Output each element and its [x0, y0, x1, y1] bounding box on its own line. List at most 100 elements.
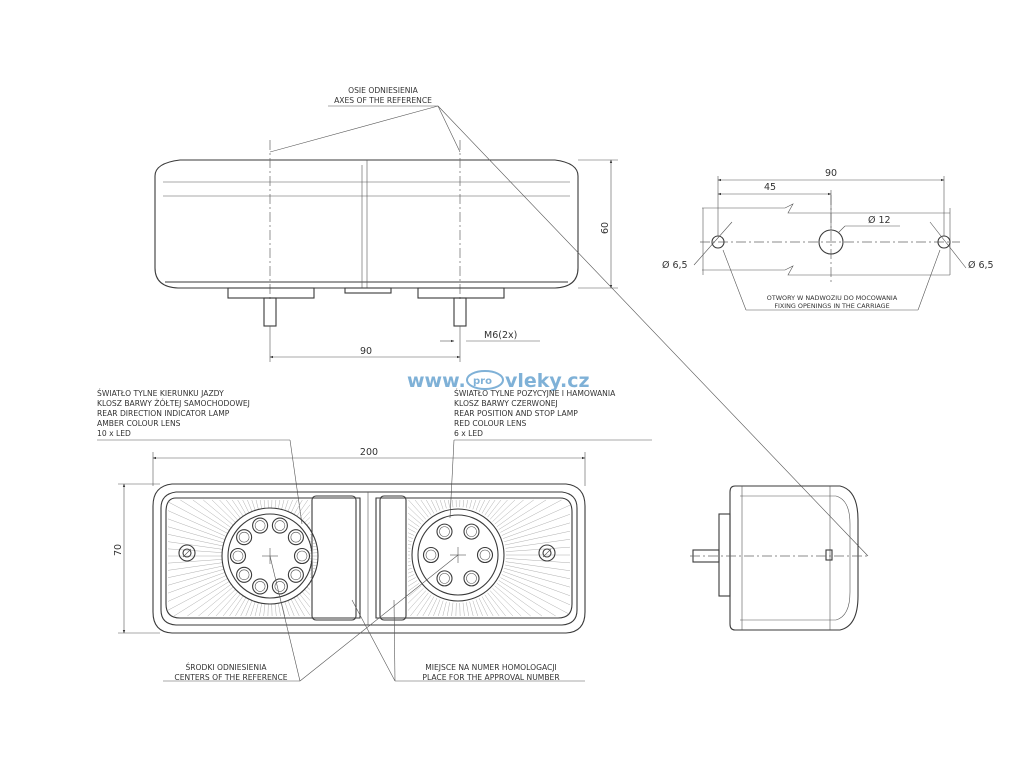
led-group-red: [422, 523, 494, 587]
hatch-line: [251, 499, 256, 511]
hatch-line: [442, 601, 447, 617]
label-approval-pl: MIEJSCE NA NUMER HOMOLOGACJI: [425, 663, 557, 672]
dim-hole-right: Ø 6,5: [968, 260, 994, 271]
hatch-line: [407, 583, 420, 592]
hatch-line: [407, 544, 412, 546]
hatch-left: [167, 499, 318, 617]
hatch-line: [226, 499, 241, 519]
hatch-line: [290, 599, 300, 617]
led-amber-core: [238, 531, 250, 543]
hatch-line: [478, 598, 488, 617]
hatch-line: [254, 602, 259, 617]
hatch-line: [167, 578, 228, 611]
hatch-line: [304, 589, 311, 595]
direction-lamp-line-4: AMBER COLOUR LENS: [97, 419, 181, 428]
top-view: 60 90 M6(2x) OSIE ODNIESIENIA AXES OF TH…: [154, 86, 869, 557]
hatch-line: [293, 499, 303, 515]
hatch-line: [309, 570, 316, 573]
hatch-line: [505, 561, 571, 571]
dim-hole-center: Ø 12: [868, 215, 891, 226]
hatch-line: [309, 573, 314, 576]
label-axes-pl: OSIE ODNIESIENIA: [348, 86, 419, 95]
hatch-line: [299, 593, 311, 608]
hatch-line: [492, 588, 522, 617]
hatch-line: [503, 571, 571, 596]
hatch-line: [299, 504, 311, 519]
hatch-line: [274, 499, 277, 509]
position-lamp-line-1: ŚWIATŁO TYLNE POZYCYJNE I HAMOWANIA: [454, 389, 616, 398]
led-red: [476, 546, 494, 564]
dim-height-front: 70: [113, 544, 124, 556]
hatch-line: [420, 499, 432, 516]
hatch-line: [222, 593, 241, 617]
bottom-labels: ŚRODKI ODNIESIENIA CENTERS OF THE REFERE…: [174, 663, 560, 682]
direction-lamp-line-1: ŚWIATŁO TYLNE KIERUNKU JAZDY: [97, 389, 224, 398]
dim-hole-half: 45: [764, 182, 776, 193]
hatch-line: [304, 517, 311, 523]
hatch-line: [167, 572, 225, 594]
hatch-line: [407, 564, 412, 566]
hatch-line: [407, 568, 412, 570]
led-amber: [287, 529, 304, 546]
hatch-line: [203, 499, 234, 526]
led-red-core: [466, 573, 477, 584]
hatch-line: [489, 590, 514, 617]
hatch-right: [407, 499, 571, 617]
hatch-line: [496, 499, 534, 527]
hatch-line: [167, 510, 227, 537]
hatch-line: [407, 577, 416, 582]
hatch-line: [472, 499, 477, 510]
hatch-line: [245, 600, 253, 617]
hatch-line: [167, 541, 223, 550]
hatch-line: [426, 499, 435, 514]
led-red-core: [439, 526, 450, 537]
hatch-line: [448, 499, 450, 508]
hatch-line: [167, 534, 224, 547]
dim-width-front: 200: [360, 447, 378, 458]
led-amber-core: [232, 550, 244, 562]
hatch-line: [407, 590, 427, 611]
watermark: www. pro vleky.cz: [407, 370, 590, 392]
led-amber-core: [238, 569, 250, 581]
hatch-line: [466, 499, 468, 508]
hatch-line: [255, 499, 259, 510]
hatch-line: [439, 499, 444, 510]
label-fixing-en: FIXING OPENINGS IN THE CARRIAGE: [774, 302, 889, 310]
led-amber: [236, 566, 253, 583]
hatch-line: [407, 585, 422, 598]
hatch-line: [407, 523, 418, 530]
led-amber-core: [274, 581, 286, 592]
hatch-line: [309, 558, 318, 560]
hatch-line: [469, 499, 472, 509]
led-red: [436, 523, 453, 540]
hatch-line: [167, 565, 224, 578]
hole-pattern: 90 45 Ø 12 Ø 6,5 Ø 6,5 OTWORY W NADWOZIU…: [662, 168, 994, 311]
hatch-line: [259, 603, 262, 617]
hatch-line: [250, 601, 256, 617]
hatch-line: [287, 600, 295, 617]
hatch-line: [167, 575, 227, 602]
hatch-line: [433, 599, 441, 617]
hatch-line: [496, 583, 543, 617]
hatch-line: [219, 499, 239, 521]
hatch-line: [259, 499, 262, 509]
hatch-line: [408, 499, 427, 520]
hatch-line: [407, 571, 413, 574]
hatch-line: [504, 530, 571, 546]
hatch-line: [407, 588, 424, 604]
hatch-line: [278, 499, 281, 509]
hatch-line: [500, 577, 571, 615]
direction-lamp-line-3: REAR DIRECTION INDICATOR LAMP: [97, 409, 230, 418]
hatch-line: [237, 499, 247, 515]
hatch-line: [414, 499, 429, 518]
hatch-line: [235, 597, 247, 617]
hatch-line: [489, 499, 508, 520]
led-amber: [271, 517, 288, 534]
direction-lamp-line-5: 10 x LED: [97, 429, 131, 438]
hatch-line: [211, 499, 236, 523]
hatch-line: [263, 603, 266, 617]
led-group-amber: [229, 517, 311, 595]
led-red-core: [425, 549, 437, 561]
hatch-line: [475, 499, 481, 511]
hatch-line: [309, 542, 317, 545]
